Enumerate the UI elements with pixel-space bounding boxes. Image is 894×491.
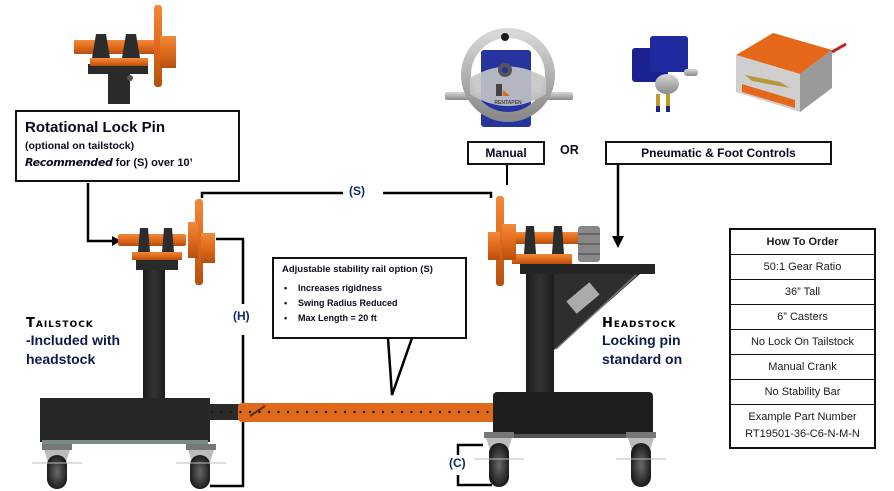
rail-hole — [267, 410, 271, 414]
tailstock-line-2: headstock — [26, 351, 96, 367]
manual-label-box: Manual — [467, 141, 545, 165]
rail-hole — [229, 410, 233, 414]
lock-pin-callout: Rotational Lock Pin (optional on tailsto… — [15, 110, 240, 182]
headstock-line-2: standard on — [602, 351, 683, 367]
tailstock-caster-right — [176, 444, 226, 489]
rail-hole — [334, 410, 337, 414]
stability-rail-bullets: Increases rigidness Swing Radius Reduced… — [282, 281, 457, 326]
bullet-item: Increases rigidness — [282, 281, 457, 296]
rail-hole — [248, 410, 252, 414]
order-row: No Lock On Tailstock — [729, 328, 876, 355]
rail-hole — [448, 410, 451, 414]
tailstock-label: Tailstock -Included with headstock — [26, 316, 120, 369]
pneumatic-label-box: Pneumatic & Foot Controls — [605, 141, 832, 165]
rail-hole — [296, 410, 299, 414]
stability-rail-image — [208, 403, 500, 422]
rail-hole — [467, 410, 470, 414]
order-row: 36” Tall — [729, 278, 876, 305]
headstock-label: Headstock Locking pin standard on — [602, 316, 682, 369]
rail-hole — [258, 410, 261, 414]
tailstock-title: Tailstock — [26, 316, 94, 331]
rail-hole — [286, 410, 290, 414]
span-dimension-label: (S) — [346, 184, 368, 198]
handwheel-brand: RENTAPEN — [494, 100, 522, 106]
order-row: 6” Casters — [729, 303, 876, 330]
headstock-title: Headstock — [602, 316, 677, 331]
rail-hole — [410, 410, 413, 414]
order-row: No Stability Bar — [729, 378, 876, 405]
pneumatic-motor-image — [632, 36, 698, 112]
recommended-emphasis: Recommended — [25, 156, 113, 169]
recommended-text: for (S) over 10’ — [112, 157, 193, 169]
rail-hole — [429, 410, 432, 414]
rail-hole — [277, 410, 280, 414]
example-part-number-cell: Example Part Number RT19501-36-C6-N-M-N — [729, 403, 876, 449]
rail-hole — [239, 410, 242, 414]
rail-hole — [457, 410, 461, 414]
rail-hole — [391, 410, 394, 414]
bullet-item: Swing Radius Reduced — [282, 296, 457, 311]
rail-hole — [220, 410, 223, 414]
lock-pin-detail-image — [74, 5, 176, 104]
rail-hole — [400, 410, 404, 414]
headstock-image — [488, 196, 655, 438]
rail-hole — [315, 410, 318, 414]
handwheel-image — [445, 28, 573, 127]
lock-pin-title: Rotational Lock Pin — [25, 119, 166, 136]
how-to-order-table: How To Order 50:1 Gear Ratio 36” Tall 6”… — [729, 228, 876, 449]
rail-hole — [343, 410, 347, 414]
caster-dimension-label: (C) — [446, 456, 469, 470]
rail-hole — [305, 410, 309, 414]
foot-control-image — [736, 33, 847, 112]
headstock-line-1: Locking pin — [602, 332, 681, 348]
rail-hole — [419, 410, 423, 414]
rail-hole — [438, 410, 442, 414]
headstock-caster-left — [474, 432, 524, 487]
tailstock-image — [40, 199, 215, 444]
example-part-label: Example Part Number — [748, 410, 857, 423]
stability-rail-title: Adjustable stability rail option (S) — [282, 264, 433, 275]
bullet-item: Max Length = 20 ft — [282, 311, 457, 326]
rail-hole — [486, 410, 489, 414]
tailstock-line-1: -Included with — [26, 332, 121, 348]
how-to-order-header: How To Order — [729, 228, 876, 255]
rail-hole — [353, 410, 356, 414]
tailstock-caster-left — [32, 444, 82, 489]
rail-hole — [372, 410, 375, 414]
height-dimension-label: (H) — [230, 309, 253, 323]
order-row: 50:1 Gear Ratio — [729, 253, 876, 280]
rail-hole — [381, 410, 385, 414]
rail-hole — [210, 410, 214, 414]
order-row: Manual Crank — [729, 353, 876, 380]
rail-hole — [476, 410, 480, 414]
rail-hole — [324, 410, 328, 414]
rail-hole — [362, 410, 366, 414]
stability-rail-callout: Adjustable stability rail option (S) Inc… — [272, 257, 467, 339]
or-label: OR — [560, 143, 579, 157]
lock-pin-subtitle: (optional on tailstock) — [25, 140, 135, 152]
headstock-caster-right — [616, 432, 666, 487]
example-part-value: RT19501-36-C6-N-M-N — [745, 427, 860, 440]
lock-pin-recommendation: Recommended for (S) over 10’ — [25, 154, 230, 172]
